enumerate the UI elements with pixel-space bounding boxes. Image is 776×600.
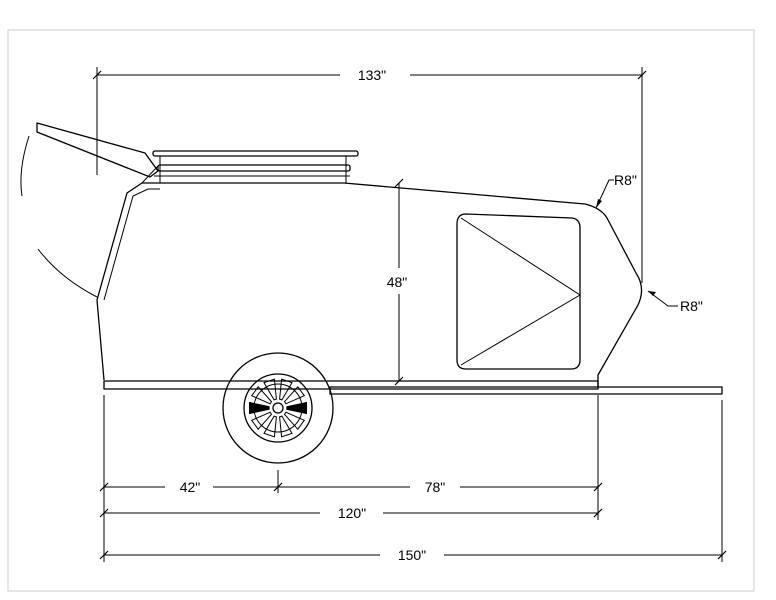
wheel-spoke [250,411,273,430]
rear-hatch [20,122,159,298]
wheel [222,352,334,464]
chassis [103,380,723,395]
dim-overall-top: 133" [92,67,647,283]
dim-radius-nose: R8" [647,290,703,314]
hatch-hinge-line [141,165,159,184]
body-outline [96,182,643,386]
body-inner-line [103,188,160,301]
hatch-swing-arc-lower [37,248,98,298]
chassis-rail [103,380,599,390]
dim-120-label: 120" [338,505,366,521]
roof-rack-rail-bottom [157,164,351,172]
dim-48-label: 48" [387,274,408,290]
roof-rack-rail-top [152,150,359,157]
dim-body-length: 120" [99,505,603,521]
tire [222,352,334,464]
tongue [329,386,723,395]
wheel-spoke [263,415,277,438]
hatch-panel [36,122,159,178]
rim [243,373,313,443]
window-triangle [460,217,581,366]
hub [272,402,284,414]
wheel-spoke [249,401,270,415]
window-frame [456,213,581,370]
wheel-spoke [279,415,293,438]
dim-r8-nose-label: R8" [680,298,703,314]
wheel-spoke [250,386,273,405]
wheel-spoke [263,378,277,401]
dim-42-label: 42" [180,479,201,495]
dim-133-label: 133" [358,67,386,83]
wheel-spoke [283,411,306,430]
dim-r8-top-label: R8" [614,172,637,188]
side-window [456,213,581,370]
drawing-frame [7,29,755,592]
roof-rack [152,150,359,183]
dim-axle-position: 42" 78" [99,479,603,495]
dim-150-label: 150" [398,547,426,563]
trailer-body [96,165,643,386]
wheel-spoke [286,401,307,415]
wheel-spoke [279,378,293,401]
dim-78-label: 78" [425,479,446,495]
dim-extension-lines [103,395,723,562]
wheel-spoke [283,386,306,405]
dim-radius-top: R8" [595,172,637,209]
hatch-swing-arc [20,135,30,197]
wheel-spokes [249,378,307,438]
dim-overall-length: 150" [99,547,727,563]
dim-body-height: 48" [387,178,408,386]
